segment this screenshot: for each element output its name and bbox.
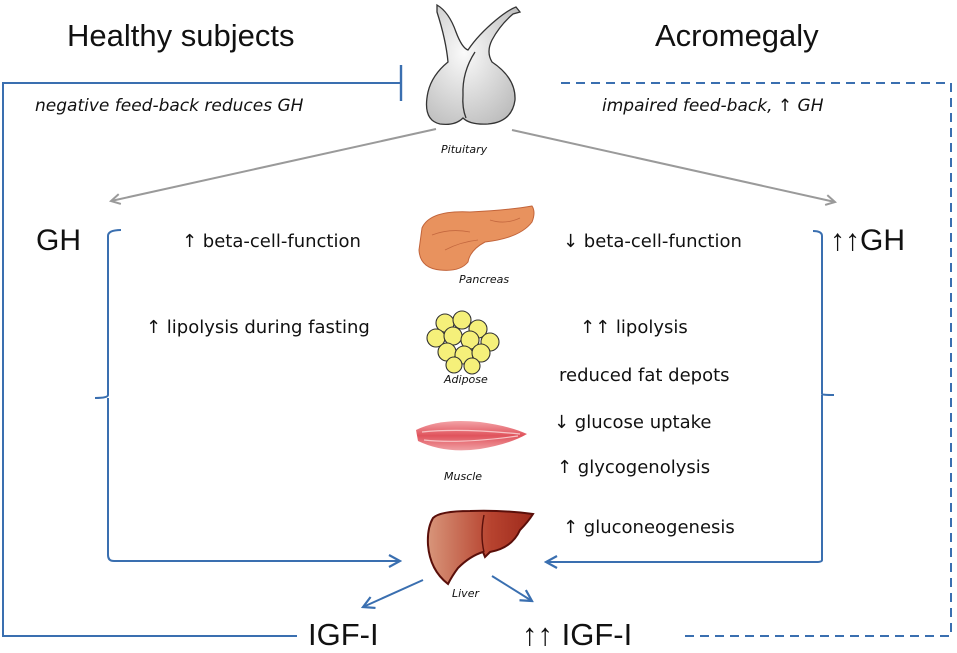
gh-label-healthy: GH [36,224,81,257]
effect-healthy-beta-cell: ↑ beta-cell-function [182,231,361,252]
pituitary-icon [425,3,522,126]
adipose-icon [426,310,500,375]
effect-healthy-lipolysis: ↑ lipolysis during fasting [146,317,370,338]
impaired-feedback-label: impaired feed-back, ↑ GH [602,96,824,116]
liver-arrow-right [491,575,532,601]
gh-arrow-left [111,128,437,201]
pancreas-icon [418,205,535,271]
igf-label-healthy: IGF-I [308,617,379,652]
right-brace [547,230,835,563]
effect-acro-gluconeogenesis: ↑ gluconeogenesis [563,517,735,538]
effect-acro-beta-cell: ↓ beta-cell-function [563,231,742,252]
effect-acro-fat-depots: reduced fat depots [559,365,730,386]
muscle-label: Muscle [444,470,483,483]
impaired-feedback-line [556,82,952,637]
gh-arrow-right [511,129,835,202]
heading-acromegaly: Acromegaly [655,18,819,53]
liver-arrow-left [363,579,424,607]
liver-icon [426,509,535,586]
negative-feedback-line [2,82,401,637]
gh-label-acromegaly: ↑↑GH [830,224,905,257]
heading-healthy-subjects: Healthy subjects [67,18,295,53]
igf-label-acromegaly: ↑↑ IGF-I [522,617,633,652]
adipose-label: Adipose [444,373,488,386]
left-brace [94,229,397,562]
negative-feedback-label: negative feed-back reduces GH [35,96,304,116]
pituitary-label: Pituitary [441,143,488,156]
effect-acro-lipolysis: ↑↑ lipolysis [580,317,688,338]
effect-acro-glycogenolysis: ↑ glycogenolysis [557,457,711,478]
effect-acro-glucose-uptake: ↓ glucose uptake [554,412,712,433]
muscle-icon [416,421,527,451]
liver-label: Liver [452,587,479,600]
pancreas-label: Pancreas [459,273,510,286]
